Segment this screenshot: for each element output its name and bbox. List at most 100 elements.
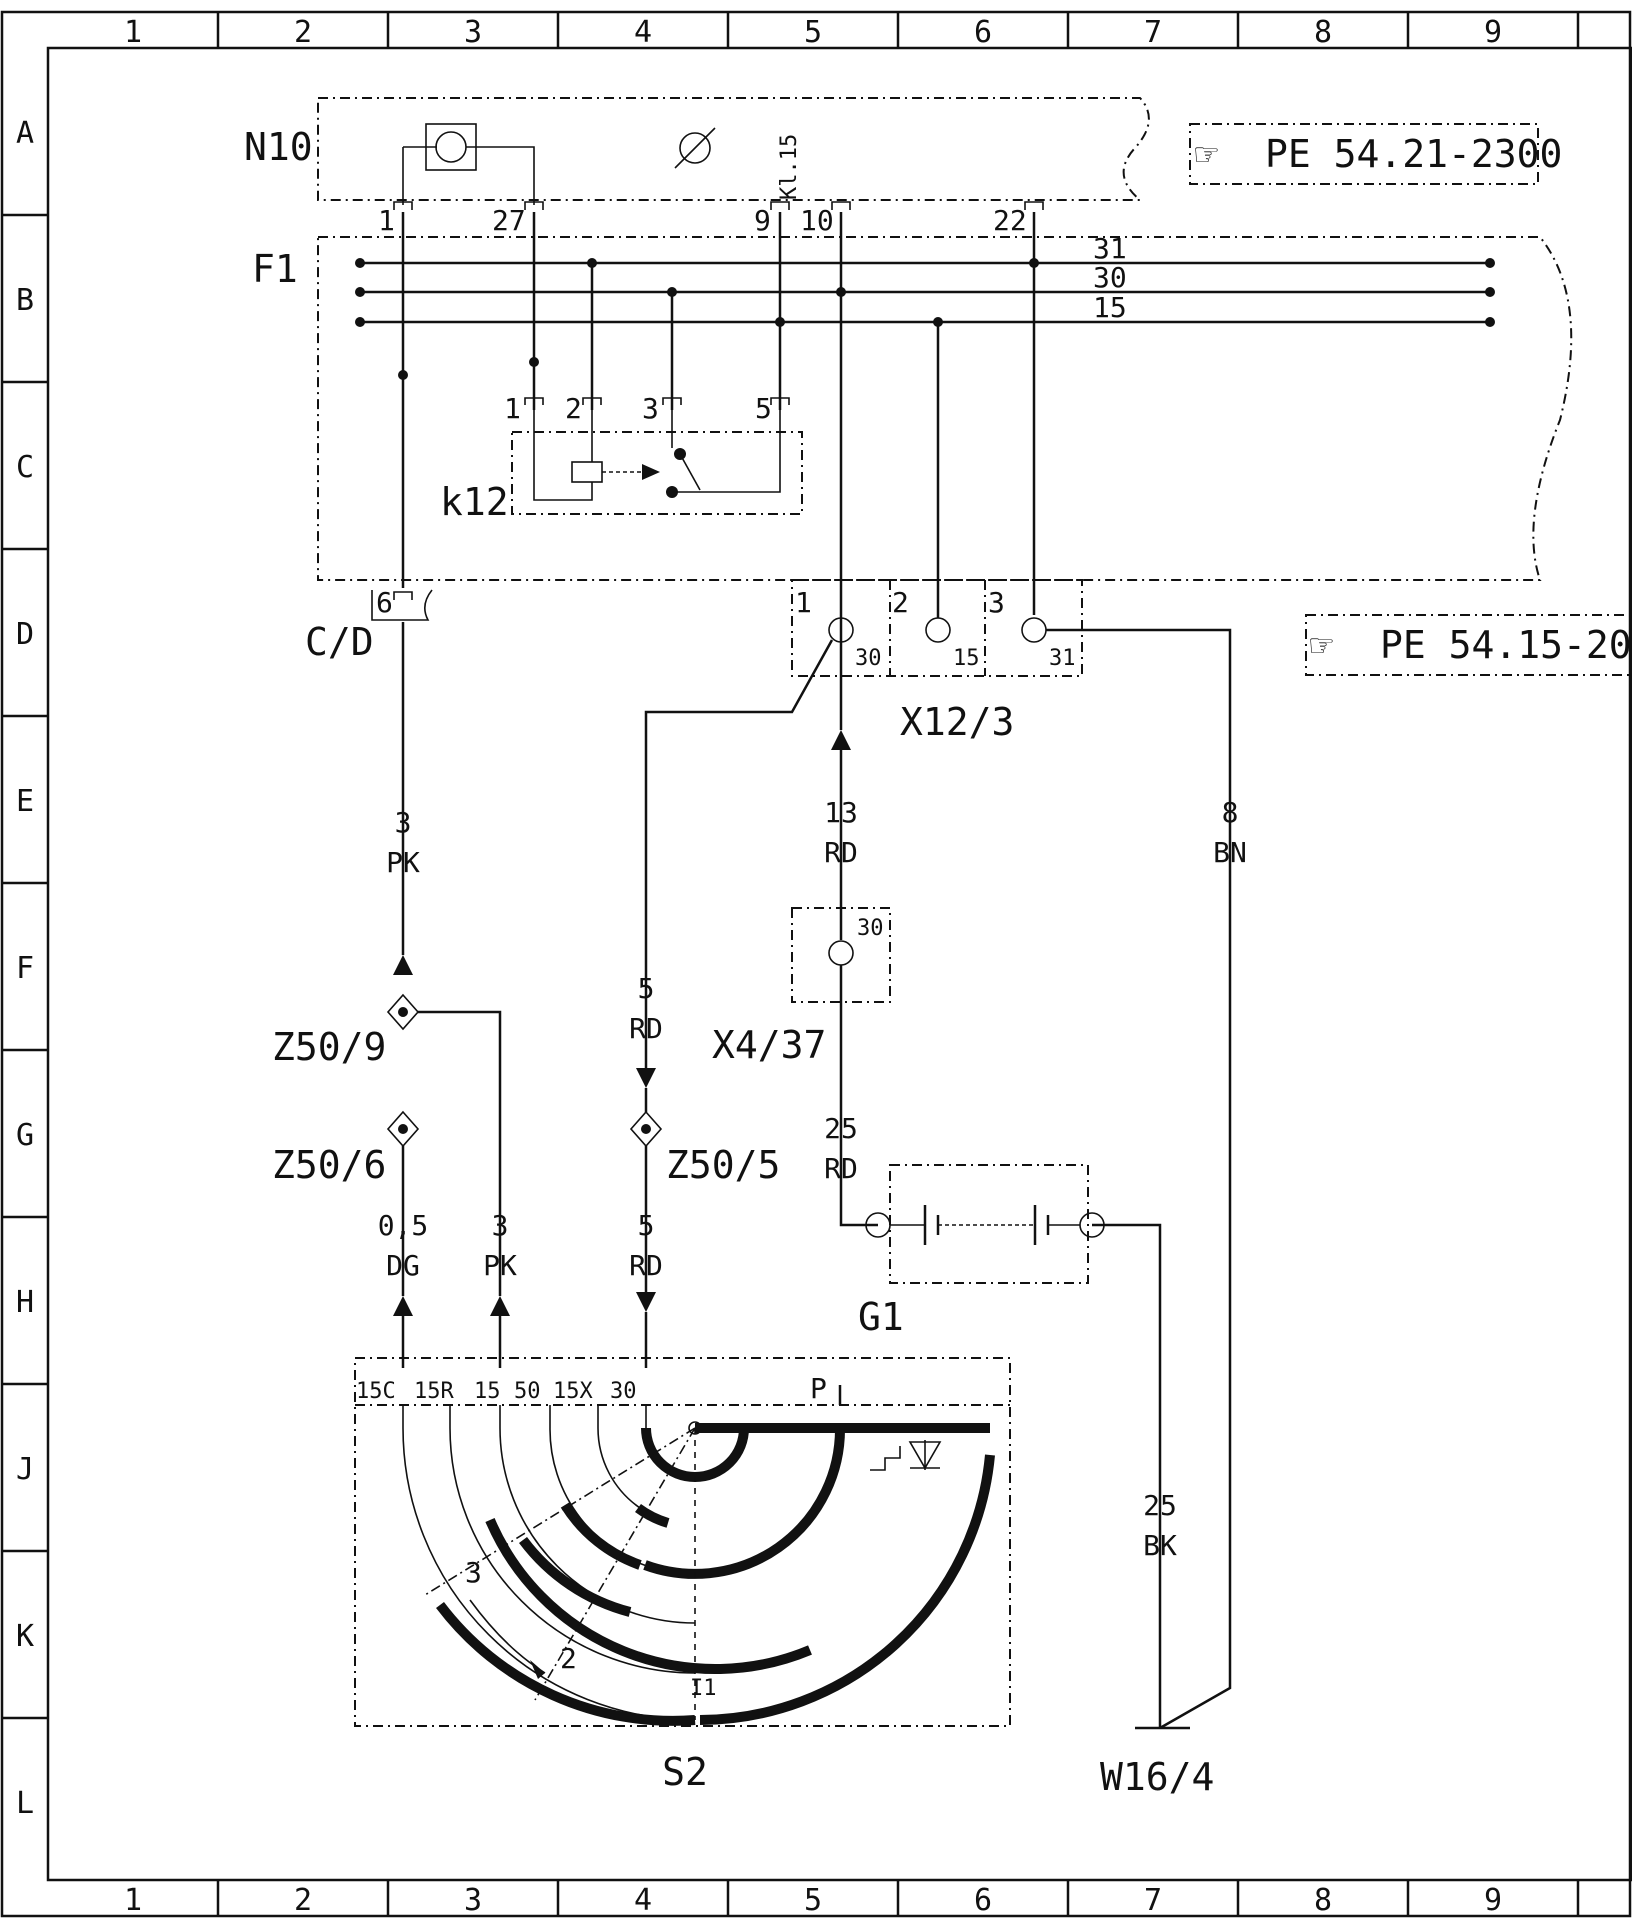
z50-9-label: Z50/9 (272, 1025, 386, 1069)
wire-size: 3 (395, 806, 412, 839)
n10-pin-10: 10 (800, 204, 834, 237)
bus-15-label: 15 (1093, 291, 1127, 324)
reference-2-text: PE 54.15-2000 (1380, 623, 1632, 667)
s2-ignition-switch: S2 15C 15R 15 50 15X 30 P (354, 1198, 1011, 1794)
row-label: K (16, 1619, 34, 1654)
row-label: L (16, 1786, 34, 1821)
k12-pin-1: 1 (504, 392, 521, 425)
step-icon (870, 1446, 901, 1471)
col-label: 4 (634, 1883, 652, 1918)
k12-pin-3: 3 (642, 392, 659, 425)
wire-size: 25 (824, 1112, 858, 1145)
x12-3-block: 1 2 3 30 15 31 X12/3 (791, 579, 1083, 744)
wire-size: 8 (1222, 796, 1239, 829)
hand-pointer-icon: ☞ (1195, 132, 1218, 176)
x4-37-pin: 30 (857, 916, 884, 941)
z50-6-label: Z50/6 (272, 1143, 386, 1187)
x12-slot-2: 2 (892, 586, 909, 619)
sheet-frame (0, 10, 1632, 1918)
c-d-connector: 6 C/D (305, 586, 433, 664)
row-label: F (16, 951, 34, 986)
s2-label: S2 (662, 1750, 708, 1794)
grid-columns-bottom: 1 2 3 4 5 6 7 8 9 (124, 1883, 1502, 1918)
processor-icon (679, 132, 711, 164)
g1-battery: G1 (858, 1164, 1105, 1339)
row-label: A (16, 116, 34, 151)
k12-pin-2: 2 (565, 392, 582, 425)
row-label: B (16, 283, 34, 318)
wire-color: BK (1143, 1529, 1177, 1562)
row-label: G (16, 1118, 34, 1153)
s2-pin: 15C (356, 1379, 396, 1404)
row-label: E (16, 784, 34, 819)
grid-rows: A B C D E F G H J K L (16, 116, 34, 1821)
c-d-label: C/D (305, 620, 374, 664)
k12-relay: k12 1 2 3 5 (440, 392, 803, 524)
f1-label: F1 (252, 247, 298, 291)
n10-pin-22: 22 (993, 204, 1027, 237)
w16-4-label: W16/4 (1100, 1755, 1214, 1799)
g1-label: G1 (858, 1295, 904, 1339)
x12-term-30: 30 (855, 646, 882, 671)
wire-color: RD (629, 1249, 663, 1282)
bus-30-label: 30 (1093, 261, 1127, 294)
f1-box: F1 31 30 15 (252, 212, 1573, 730)
x4-37-label: X4/37 (712, 1023, 826, 1067)
x12-term-31: 31 (1049, 646, 1076, 671)
s2-pin-p: P (810, 1372, 827, 1405)
grid-columns-top: 1 2 3 4 5 6 7 8 9 (124, 15, 1502, 50)
row-label: C (16, 450, 34, 485)
wire-labels: 3 PK 13 RD 8 BN 5 RD 25 RD 0,5 DG 3 PK 5… (378, 796, 1247, 1562)
x12-3-label: X12/3 (900, 700, 1014, 744)
col-label: 4 (634, 15, 652, 50)
n10-kl15-label: Kl.15 (777, 134, 802, 200)
col-label: 7 (1144, 15, 1162, 50)
wire-color: RD (629, 1012, 663, 1045)
s2-pin: 50 (514, 1379, 541, 1404)
wire-size: 5 (638, 972, 655, 1005)
s2-position-3: 3 (465, 1556, 482, 1589)
col-label: 2 (294, 1883, 312, 1918)
x12-slot-3: 3 (988, 586, 1005, 619)
bus-31-label: 31 (1093, 232, 1127, 265)
z50-5-label: Z50/5 (666, 1143, 780, 1187)
col-label: 7 (1144, 1883, 1162, 1918)
row-label: D (16, 617, 34, 652)
col-label: 3 (464, 15, 482, 50)
wire-color: RD (824, 836, 858, 869)
s2-pin: 15 (474, 1379, 501, 1404)
wire-size: 25 (1143, 1489, 1177, 1522)
col-label: 5 (804, 1883, 822, 1918)
col-label: 8 (1314, 1883, 1332, 1918)
x12-slot-1: 1 (795, 586, 812, 619)
reference-1-text: PE 54.21-2300 (1265, 132, 1562, 176)
c-d-pin: 6 (376, 586, 393, 619)
x12-term-15: 15 (953, 646, 980, 671)
col-label: 1 (124, 15, 142, 50)
reference-box-2: ☞ PE 54.15-2000 (1305, 614, 1632, 676)
wire-color: PK (386, 846, 420, 879)
wire-size: 5 (638, 1209, 655, 1242)
col-label: 6 (974, 15, 992, 50)
n10-unit: N10 1 27 9 10 22 Kl.15 (244, 97, 1150, 237)
n10-pin-9: 9 (754, 204, 771, 237)
s2-position-2: 2 (560, 1642, 577, 1675)
row-label: H (16, 1285, 34, 1320)
reference-box-1: ☞ PE 54.21-2300 (1189, 123, 1562, 185)
wiring-middle: 30 X4/37 W16/4 (386, 622, 1232, 1799)
s2-position-1: I1 (690, 1676, 717, 1701)
col-label: 8 (1314, 15, 1332, 50)
wire-size: 13 (824, 796, 858, 829)
n10-label: N10 (244, 125, 313, 169)
row-label: J (16, 1452, 34, 1487)
col-label: 6 (974, 1883, 992, 1918)
s2-pin: 15R (414, 1379, 454, 1404)
col-label: 9 (1484, 15, 1502, 50)
col-label: 3 (464, 1883, 482, 1918)
k12-pin-5: 5 (755, 392, 772, 425)
wire-color: RD (824, 1152, 858, 1185)
n10-pin-27: 27 (492, 204, 526, 237)
s2-pin: 30 (610, 1379, 637, 1404)
col-label: 9 (1484, 1883, 1502, 1918)
